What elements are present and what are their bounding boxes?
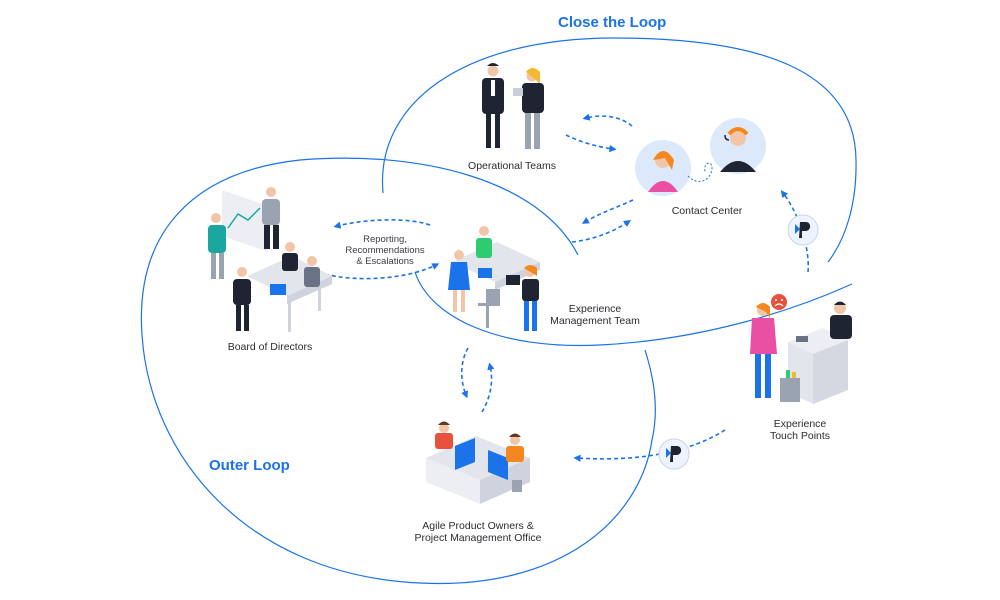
agile-product-owners-label: Agile Product Owners & Project Managemen… <box>393 520 563 544</box>
label-line: Touch Points <box>769 430 831 442</box>
arrow-touchpoints-to-contact <box>780 190 810 273</box>
arrow-contact-to-operational <box>582 113 633 127</box>
experience-touch-points-label: Experience Touch Points <box>745 418 855 442</box>
close-the-loop-curve <box>381 37 857 263</box>
label-line: Experience <box>568 303 622 315</box>
arrow-experience-to-contact <box>571 220 631 243</box>
frown-face-icon <box>771 294 787 310</box>
label-line: Agile Product Owners & <box>422 520 534 532</box>
p-logo-icon <box>787 214 819 246</box>
arrow-agile-to-experience <box>481 362 495 413</box>
operational-teams-illustration <box>482 63 544 149</box>
outer-loop-curve <box>140 157 656 585</box>
experience-inner-loop-curve <box>414 271 853 347</box>
arrow-board-to-experience <box>324 263 440 280</box>
experience-management-team-illustration <box>448 226 540 331</box>
close-the-loop-title: Close the Loop <box>558 14 667 31</box>
flow-arrows <box>324 113 810 462</box>
experience-management-team-label: Experience Management Team <box>535 303 655 327</box>
contact-center-label: Contact Center <box>671 205 743 217</box>
reporting-flow-label: Reporting, Recommendations & Escalations <box>330 234 440 267</box>
arrow-experience-to-board <box>333 219 431 229</box>
p-logo-icon <box>658 438 690 470</box>
label-line: Recommendations <box>345 245 425 256</box>
outer-loop-title: Outer Loop <box>209 457 290 474</box>
board-of-directors-illustration <box>208 187 332 332</box>
arrow-experience-to-agile <box>460 347 469 399</box>
label-line: Experience <box>773 418 827 430</box>
arrow-touchpoints-to-agile <box>573 429 726 462</box>
contact-center-illustration <box>635 118 766 196</box>
experience-touch-points-illustration <box>750 294 852 404</box>
arrow-contact-to-experience <box>581 199 634 224</box>
label-line: Management Team <box>550 315 640 327</box>
board-of-directors-label: Board of Directors <box>227 341 313 353</box>
agile-product-owners-illustration <box>426 421 530 504</box>
headset-icon <box>724 134 730 141</box>
label-line: Project Management Office <box>414 532 542 544</box>
label-line: Reporting, <box>363 234 407 245</box>
arrow-operational-to-contact <box>565 134 617 153</box>
label-line: & Escalations <box>356 256 414 267</box>
operational-teams-label: Operational Teams <box>468 160 556 172</box>
